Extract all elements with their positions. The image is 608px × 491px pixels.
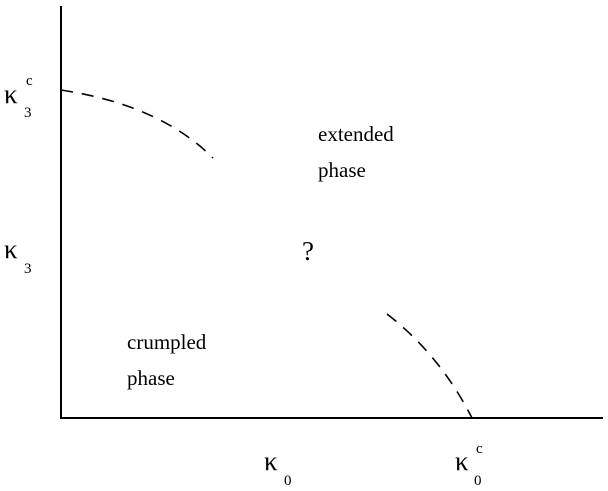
y-critical-superscript: c [26, 73, 33, 89]
x-axis-label: κ 0 [264, 446, 292, 489]
x-axis-subscript: 0 [284, 473, 292, 489]
extended-phase-label: extended phase [318, 122, 394, 182]
y-axis-subscript: 3 [24, 261, 32, 277]
x-axis-symbol: κ [264, 446, 278, 476]
crumpled-phase-label: crumpled phase [127, 330, 207, 390]
x-critical-subscript: 0 [474, 473, 482, 489]
upper-phase-boundary [60, 89, 214, 159]
y-critical-label: κ c 3 [4, 73, 33, 121]
unknown-region-label: ? [302, 236, 314, 266]
crumpled-phase-line1: crumpled [127, 330, 207, 354]
y-axis-label: κ 3 [4, 234, 32, 277]
x-critical-symbol: κ [455, 446, 469, 476]
x-critical-superscript: c [476, 441, 483, 457]
extended-phase-line1: extended [318, 122, 394, 146]
x-critical-label: κ c 0 [455, 441, 483, 489]
extended-phase-line2: phase [318, 158, 366, 182]
y-axis-symbol: κ [4, 234, 18, 264]
y-critical-symbol: κ [4, 79, 18, 109]
lower-phase-boundary [386, 313, 473, 419]
crumpled-phase-line2: phase [127, 366, 175, 390]
y-critical-subscript: 3 [24, 105, 32, 121]
